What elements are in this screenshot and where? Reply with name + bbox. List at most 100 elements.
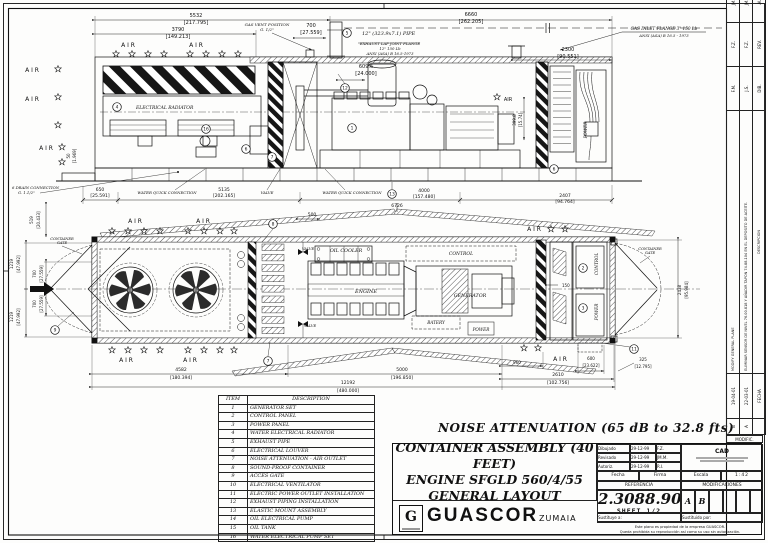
dim-700-top-mm: 700 (306, 23, 316, 29)
air-arrow-icon (493, 93, 501, 101)
parts-item-description: OIL ELECTRICAL PUMP (247, 515, 375, 525)
balloon-3-number: 3 (582, 306, 585, 312)
revision-letter-empty (736, 490, 750, 513)
referencia-number: 2.3088.900 (598, 490, 681, 508)
rev-a-date: 22-03-01 (739, 373, 753, 419)
dim-325-mm: 325 (639, 357, 647, 362)
label-power-elev: POWER (583, 122, 588, 140)
air-arrow-icon (58, 143, 66, 151)
rev-header-descripcion: DESCRIPCION (752, 110, 766, 374)
parts-item-number: 9 (218, 472, 248, 482)
balloon-7 (267, 152, 277, 162)
parts-item-description: EXHAUST PIPE (247, 437, 375, 448)
rev-b-date: 19-04-01 (726, 373, 740, 419)
note-gas-vent-1: GAS VENT POSITION (245, 22, 290, 27)
balloon-5 (342, 28, 352, 38)
parts-item-description: WATER ELECTRICAL RADIATOR (247, 429, 375, 439)
air-arrow-icon (534, 344, 542, 352)
parts-item-number: 3 (218, 420, 248, 431)
balloon-1-number: 1 (351, 126, 354, 132)
dim-2610-in: [102.756] (547, 380, 569, 386)
checked-label: Revisado (597, 453, 630, 462)
copyright-note: Este plano es propiedad de la empresa GU… (597, 522, 763, 536)
label-control-plan: CONTROL (449, 251, 473, 257)
rev-b-description: MODIFY GENERAL PLANE (726, 110, 740, 374)
rev-header-fecha: FECHA (752, 373, 766, 419)
dim-700b-in: [27.559] (39, 295, 44, 313)
air-plan-tl-1: A I R (128, 218, 142, 225)
air-plan-tl-2: A I R (196, 218, 210, 225)
balloon-4-number: 4 (116, 105, 119, 111)
parts-item-number: 7 (218, 455, 248, 465)
dim-6660-mm: 6660 (465, 12, 478, 18)
air-arrow-icon (186, 50, 194, 58)
sustituye-label: Sustituye a: (597, 513, 681, 522)
air-arrow-icon (128, 50, 136, 58)
revision-header-row: FECHA DESCRIPCION DIB. REV. AUT. (752, 0, 766, 435)
revision-letter-empty (722, 490, 736, 513)
dim-4000-mm: 4000 (418, 188, 430, 194)
parts-item-number: 10 (218, 480, 248, 491)
dim-600-in: [23.622] (582, 363, 600, 368)
balloon-11-number: 11 (631, 347, 637, 353)
air-plan-br: A I R (553, 356, 567, 363)
parts-item-description: NOISE ATTENUATION - AIR OUTLET (247, 455, 375, 465)
air-plan-bl-1: A I R (119, 357, 133, 364)
dim-399-mm: 399.8 (512, 114, 517, 126)
parts-item-description: ELECTRIC POWER OUTLET INSTALLATION (247, 489, 375, 500)
balloon-12 (340, 83, 350, 93)
air-arrow-icon (54, 65, 62, 73)
elevation-view (56, 21, 722, 182)
dim-399-in: [15.74] (518, 112, 523, 127)
label-power-cab: POWER (594, 304, 599, 322)
dim-1219a-in: [47.992] (16, 255, 21, 273)
plan-view (30, 208, 700, 377)
note-gas-inlet-2: ANSI (ASA) B 16.5 - 1973 (638, 33, 689, 38)
parts-item-description: ELASTIC MOUNT ASSEMBLY (247, 506, 375, 517)
parts-item-description: ELECTRICAL LOUVER (247, 446, 375, 457)
parts-item-description: POWER PANEL (247, 420, 375, 431)
rev-b-rev: F.Z. (726, 22, 740, 67)
parts-item-description: OIL TANK (247, 523, 375, 534)
dim-4582-in: [180.394] (170, 375, 192, 381)
air-arrow-icon (230, 227, 238, 235)
revision-letter-a: A (681, 490, 695, 513)
parts-item-description: WATER ELECTRICAL PUMP SET (247, 532, 375, 543)
rev-a-rev: F.Z. (739, 22, 753, 67)
note-gas-inlet-1: GAS INLET FLANGE 3" 150 Lb (631, 26, 698, 31)
parts-header-row: ITEM DESCRIPTION (218, 395, 375, 405)
air-plan-tr: A I R (527, 226, 541, 233)
note-drain-1: 6 DRAIN CONNECTION (12, 185, 60, 190)
rev-a-dib: J.S. (739, 66, 753, 111)
parts-item-number: 5 (218, 437, 248, 448)
air-arrow-icon (520, 344, 528, 352)
revision-letter-empty (709, 490, 723, 513)
dim-1219b-in: [47.992] (16, 308, 21, 326)
air-elev-top-1: A I R (121, 42, 135, 49)
dim-650-mm: 650 (96, 187, 105, 193)
parts-item-number: 4 (218, 429, 248, 439)
dim-4000-in: [157.480] (413, 194, 435, 200)
sustituido-label: Sustituido por: (681, 513, 763, 522)
dim-2438-mm: 2438 (677, 284, 682, 295)
air-arrow-icon (112, 50, 120, 58)
note-gas-vent-2: G. 1/2" (260, 27, 274, 32)
note-drain-2: G. 1.1/2" (18, 190, 35, 195)
balloon-12-number: 12 (342, 86, 348, 92)
dim-6726: 6726 (391, 203, 403, 209)
label-power-plan: POWER (472, 327, 490, 332)
parts-header-description: DESCRIPTION (247, 395, 375, 405)
dim-2407-mm: 2407 (559, 193, 571, 199)
referencia-box: 2.3088.900 SHEET 1/2 (597, 490, 681, 513)
dim-519-in: [20.433] (36, 211, 41, 229)
